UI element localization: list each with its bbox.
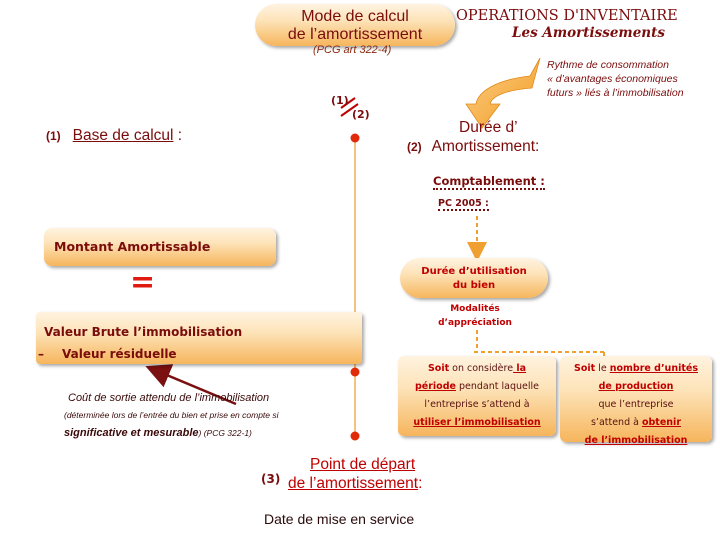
pc2005-text: PC 2005 : (438, 198, 489, 211)
option1-on: on considère (449, 363, 514, 374)
rythme-text: Rythme de consommation « d’avantages éco… (547, 58, 684, 100)
cout-ref: ) (PCG 322-1) (198, 428, 252, 438)
option1-line4: utiliser l’immobilisation (413, 417, 541, 428)
marker-2: (2) (352, 108, 370, 121)
duree-amortissement-heading: Durée d’ (2) Amortissement: (407, 118, 539, 157)
pcg-reference: (PCG art 322-4) (313, 44, 392, 56)
option2-obtenir: obtenir (641, 417, 682, 428)
duree-line1: Durée d’ (459, 119, 518, 136)
point-depart-line1: Point de départ (310, 456, 416, 473)
tick-mark (340, 103, 359, 117)
option1-periode: période (415, 381, 456, 392)
valeur-brute: Valeur Brute l’immobilisation (44, 325, 243, 339)
option2-le: le (595, 363, 610, 374)
cout-line1: Coût de sortie attendu de l’immobilisati… (68, 392, 270, 404)
option1-pendant: pendant laquelle (455, 381, 539, 392)
duree-utilisation-box (400, 258, 548, 298)
modalites-line2: d’appréciation (438, 318, 512, 328)
duree-line2-wrap: (2) Amortissement: (407, 137, 539, 157)
option1-text: Soit on considère la période pendant laq… (398, 360, 556, 432)
point-depart-line2: de l’amortissement (288, 475, 419, 492)
option2-attend: s’attend à (590, 417, 639, 428)
option2-text: Soit le nombre d’unités de production qu… (560, 360, 712, 450)
valeur-residuelle: Valeur résiduelle (62, 347, 177, 361)
curved-arrow (465, 57, 541, 129)
main-title: Mode de calcul de l’amortissement (255, 8, 455, 44)
title-shape (255, 4, 455, 46)
cout-line3: significative et mesurable) (PCG 322-1) (64, 423, 279, 441)
montant-amortissable-box (44, 228, 276, 266)
valeur-text: Valeur Brute l’immobilisation – Valeur ré… (38, 321, 242, 365)
option1-line2: période pendant laquelle (398, 378, 556, 396)
axis-dot-mid (350, 367, 360, 377)
duree-number: (2) (407, 140, 422, 154)
cout-sortie-text: Coût de sortie attendu de l’immobilisati… (64, 392, 279, 441)
option2-line5: de l’immobilisation (584, 435, 688, 446)
option2-line3: que l’entreprise (598, 399, 674, 410)
option2-line1: Soit le nombre d’unités (560, 360, 712, 378)
axis-dot-bottom (350, 431, 360, 441)
option2-soit: Soit (574, 363, 596, 374)
option1-la: la (513, 363, 527, 374)
rythme-line2: « d’avantages économiques (547, 73, 678, 85)
point-depart-colon: : (418, 475, 423, 492)
option2-nombre: nombre d’unités (609, 363, 698, 374)
option1-soit: Soit (427, 363, 450, 374)
base-de-calcul-heading: (1) Base de calcul : (46, 127, 182, 145)
valeur-box (36, 312, 362, 364)
date-mise-en-service: Date de mise en service (264, 511, 415, 527)
comptablement-label: Comptablement : (433, 174, 545, 190)
operations-title: OPERATIONS D'INVENTAIRE (456, 8, 678, 24)
duree-util-line2: du bien (452, 280, 496, 291)
base-number: (1) (46, 129, 61, 143)
modalites-line1: Modalités (450, 304, 500, 314)
duree-utilisation-label: Durée d’utilisation du bien (400, 265, 548, 293)
valeur-residuelle-line: – Valeur résiduelle (38, 343, 242, 365)
duree-line2: Amortissement (431, 138, 536, 155)
minus-sign: – (38, 347, 44, 361)
axis-dot-top (350, 133, 360, 143)
equals-sign: = (130, 265, 156, 300)
marker-1: (1) (331, 94, 349, 107)
option1-line3: l’entreprise s’attend à (424, 399, 530, 410)
operations-subtitle: Les Amortissements (512, 25, 665, 41)
main-title-line2: de l’amortissement (287, 26, 423, 43)
point-depart-line2-wrap: de l’amortissement: (288, 474, 422, 493)
arrow-to-valeur-residuelle (145, 364, 237, 406)
modalites-label: Modalités d’appréciation (410, 302, 540, 330)
option2-line4: s’attend à obtenir (560, 414, 712, 432)
option1-line1: Soit on considère la (398, 360, 556, 378)
base-colon: : (173, 127, 183, 144)
option2-box (560, 356, 712, 442)
montant-amortissable-label: Montant Amortissable (54, 239, 211, 254)
base-label: Base de calcul (72, 127, 174, 144)
option1-box (398, 356, 556, 436)
point-depart-heading: Point de départ de l’amortissement: (288, 455, 422, 493)
cout-line2: (déterminée lors de l’entrée du bien et … (64, 410, 279, 420)
comptablement-text: Comptablement : (433, 174, 545, 190)
duree-colon: : (535, 138, 540, 155)
main-title-line1: Mode de calcul (301, 8, 409, 25)
tick-mark (340, 97, 356, 109)
duree-util-line1: Durée d’utilisation (421, 266, 527, 277)
point-depart-number: (3) (261, 472, 281, 486)
pc2005-label: PC 2005 : (438, 198, 489, 211)
cout-strong: significative et mesurable (64, 427, 199, 439)
option2-line2: de production (598, 381, 674, 392)
rythme-line3: futurs » liés à l’immobilisation (547, 87, 684, 99)
rythme-line1: Rythme de consommation (547, 59, 669, 71)
